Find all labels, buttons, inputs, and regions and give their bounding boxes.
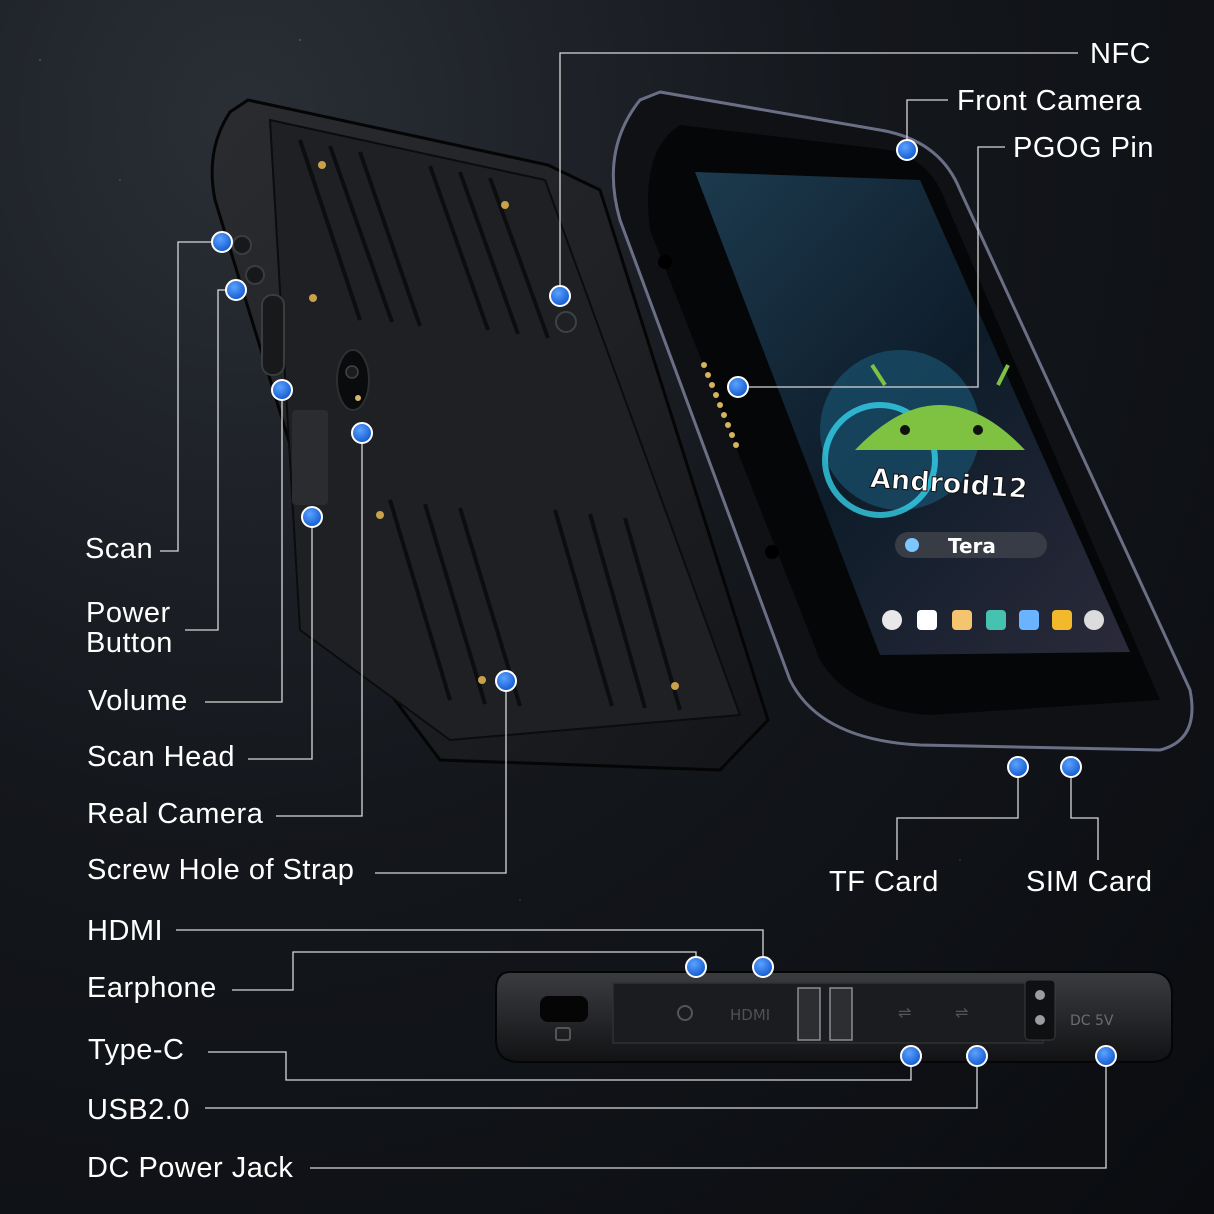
label-real-camera: Real Camera [87, 798, 264, 830]
label-scan-head: Scan Head [87, 741, 235, 773]
search-pill [895, 532, 1047, 558]
label-power-button-line1: Power [86, 597, 171, 629]
tablet-front [611, 90, 1194, 752]
marker-pgog-pin [727, 376, 749, 398]
usb-icon-2: ⇌ [955, 1003, 968, 1022]
marker-scan-head [301, 506, 323, 528]
marker-volume [271, 379, 293, 401]
label-front-camera: Front Camera [957, 85, 1142, 117]
label-power-button-line2: Button [86, 627, 173, 659]
marker-type-c [900, 1045, 922, 1067]
leader-lines [160, 52, 1107, 1169]
marker-screw-hole [495, 670, 517, 692]
marker-sim-card [1060, 756, 1082, 778]
label-usb: USB2.0 [87, 1094, 190, 1126]
marker-power [225, 279, 247, 301]
label-sim-card: SIM Card [1026, 866, 1153, 898]
label-earphone: Earphone [87, 972, 217, 1004]
marker-hdmi [752, 956, 774, 978]
label-screw-hole: Screw Hole of Strap [87, 854, 355, 886]
marker-front-camera [896, 139, 918, 161]
headphone-icon [677, 1005, 693, 1021]
label-volume: Volume [88, 685, 188, 717]
marker-scan [211, 231, 233, 253]
dc-port-text: DC 5V [1070, 1013, 1114, 1029]
marker-earphone [685, 956, 707, 978]
search-text: Tera [948, 534, 996, 558]
usb-icon: ⇌ [898, 1003, 911, 1022]
port-strip: ⇌ ⇌ [495, 971, 1173, 1063]
label-tf-card: TF Card [829, 866, 939, 898]
label-pgog-pin: PGOG Pin [1013, 132, 1154, 164]
tablet-back [210, 98, 770, 772]
label-scan: Scan [85, 533, 154, 565]
label-nfc: NFC [1090, 38, 1152, 70]
marker-tf-card [1007, 756, 1029, 778]
marker-nfc [549, 285, 571, 307]
hdmi-port-text: HDMI [730, 1006, 770, 1024]
marker-real-camera [351, 422, 373, 444]
label-hdmi: HDMI [87, 915, 164, 947]
app-dock [882, 610, 1104, 630]
marker-dc-power [1095, 1045, 1117, 1067]
label-dc-power: DC Power Jack [87, 1152, 294, 1184]
callout-markers [211, 139, 1117, 1067]
label-type-c: Type-C [88, 1034, 185, 1066]
android-robot-icon [855, 405, 1025, 450]
marker-usb [966, 1045, 988, 1067]
